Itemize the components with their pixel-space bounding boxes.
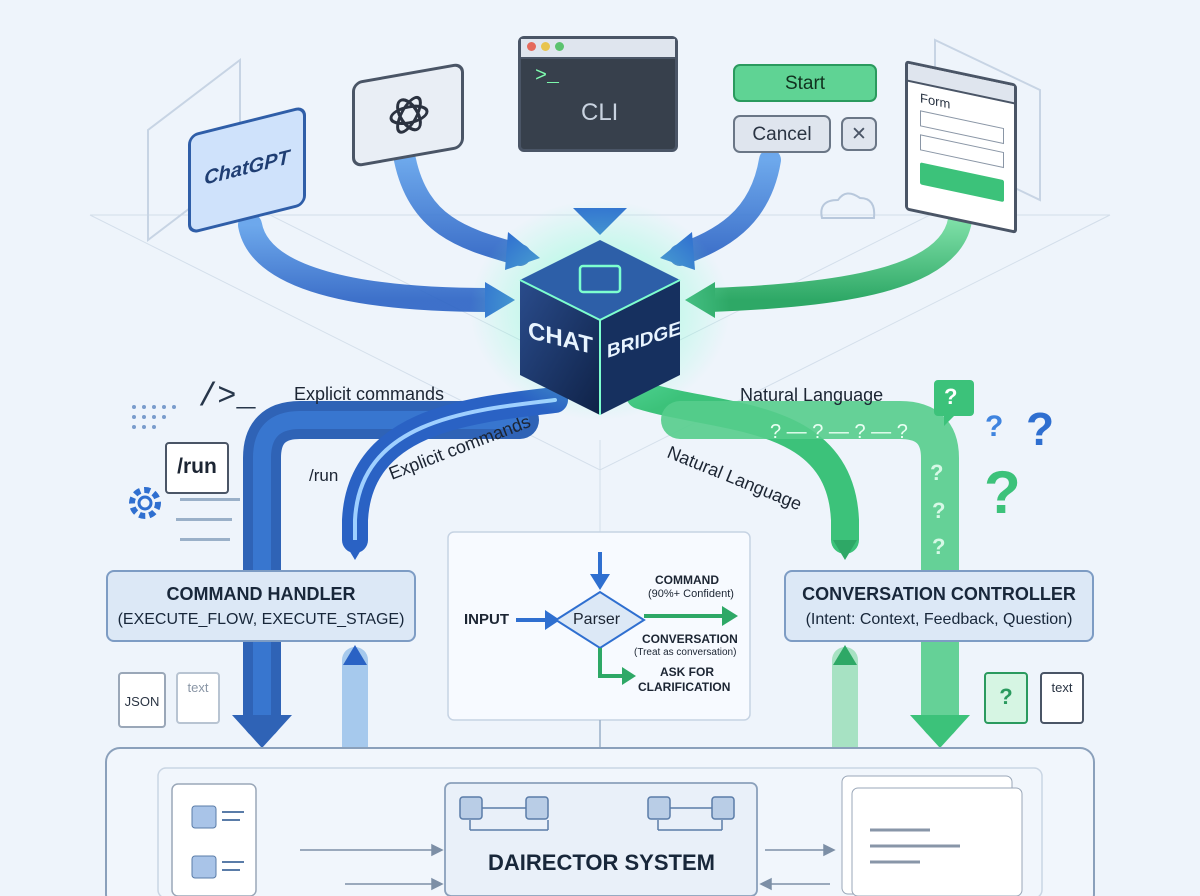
ai-assistant-bubble [352, 62, 464, 168]
natural-language-label-top: Natural Language [740, 385, 884, 405]
cli-window: >_ CLI [518, 36, 678, 152]
parser-command-note: (90%+ Confident) [648, 588, 734, 600]
assistant-logo-icon [389, 95, 429, 134]
gear-icon [129, 487, 161, 519]
hub-icon [578, 264, 622, 294]
cli-titlebar [521, 39, 675, 59]
parser-diamond [554, 590, 646, 650]
director-node-links [469, 807, 723, 831]
text-document-icon-right: text [1040, 672, 1084, 724]
chat-bridge-hub [519, 240, 681, 415]
cancel-button[interactable]: Cancel [733, 115, 831, 153]
close-button[interactable]: ✕ [841, 117, 877, 151]
form-title: Form [920, 90, 951, 112]
question-mark-icon: ? [930, 460, 944, 485]
question-trail: ? — ? — ? — ? [770, 421, 908, 443]
cloud-icon [820, 192, 876, 219]
question-mark-icon: ? [1026, 403, 1055, 455]
code-dots [176, 498, 240, 541]
parser-ask-label: ASK FOR [660, 665, 714, 679]
question-mark-icon: ? [932, 498, 946, 523]
director-core [444, 782, 758, 896]
maximize-dot [555, 42, 564, 51]
dot-pattern [132, 405, 176, 429]
conversation-controller-title: CONVERSATION CONTROLLER [802, 584, 1076, 604]
start-button[interactable]: Start [733, 64, 877, 102]
question-bubble-icon [934, 380, 974, 426]
chatgpt-label: ChatGPT [204, 146, 290, 190]
director-right-stack [841, 775, 1023, 896]
parser-input-label: INPUT [464, 611, 509, 628]
minimize-dot [541, 42, 550, 51]
director-left-card [171, 783, 257, 896]
left-card-rows [191, 805, 244, 879]
parser-command-label: COMMAND [655, 573, 719, 587]
command-handler-title: COMMAND HANDLER [166, 584, 356, 604]
question-mark-icon: ? [932, 534, 946, 559]
conversation-controller-subtitle: (Intent: Context, Feedback, Question) [805, 611, 1073, 628]
question-document-icon: ? [984, 672, 1028, 724]
conversation-controller-box: CONVERSATION CONTROLLER (Intent: Context… [784, 570, 1094, 642]
parser-flow [516, 552, 738, 784]
command-handler-box: COMMAND HANDLER (EXECUTE_FLOW, EXECUTE_S… [106, 570, 416, 642]
director-system-title: DAIRECTOR SYSTEM [488, 850, 715, 875]
parser-conversation-note: (Treat as conversation) [634, 647, 737, 658]
text-document-icon: text [176, 672, 220, 724]
run-document-icon: /run [165, 442, 229, 494]
director-arrows [300, 843, 836, 891]
explicit-commands-label-top: Explicit commands [294, 384, 445, 404]
json-document-icon: JSON [118, 672, 166, 728]
close-dot [527, 42, 536, 51]
form-submit-button[interactable] [920, 162, 1004, 203]
parser-ask-label-2: CLARIFICATION [638, 680, 731, 694]
question-mark-icon: ? [985, 410, 1004, 443]
command-handler-subtitle: (EXECUTE_FLOW, EXECUTE_STAGE) [117, 611, 405, 628]
parser-conversation-label: CONVERSATION [642, 632, 738, 646]
director-nodes [459, 796, 735, 820]
question-mark-icon: ? [944, 384, 958, 409]
run-label: /run [309, 466, 339, 485]
question-mark-icon: ? [984, 459, 1021, 526]
cli-prompt: >_ [535, 65, 560, 88]
outflow-arrowheads [232, 540, 970, 748]
prompt-glyph-icon: />_ [198, 378, 256, 415]
parser-node-label: Parser [573, 611, 621, 628]
cli-label: CLI [581, 99, 619, 126]
form-window: Form [905, 60, 1017, 234]
